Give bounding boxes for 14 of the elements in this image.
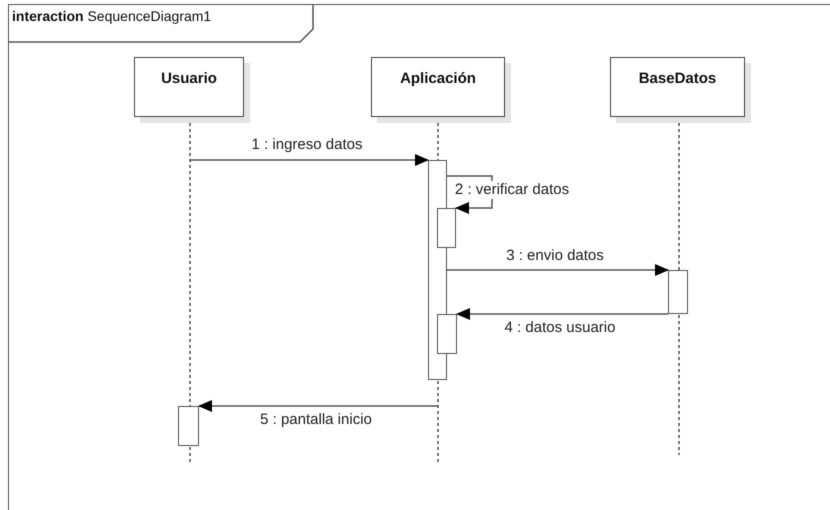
- edge-label: 5 : pantalla inicio: [260, 411, 372, 429]
- frame-title: interaction SequenceDiagram1: [12, 8, 212, 24]
- edge-label: 4 : datos usuario: [504, 319, 616, 337]
- message-arrow: [198, 400, 438, 412]
- edge-label: 3 : envio datos: [506, 247, 604, 265]
- edge-label: 2 : verificar datos: [454, 181, 570, 199]
- activation-bar: [437, 314, 457, 354]
- activation-bar: [178, 406, 199, 446]
- edge-label: 1 : ingreso datos: [252, 136, 362, 154]
- activation-bar: [437, 208, 456, 248]
- message-arrow: [190, 154, 429, 166]
- message-arrow: [447, 264, 669, 276]
- message-arrow: [456, 308, 668, 320]
- activation-bar: [668, 270, 688, 314]
